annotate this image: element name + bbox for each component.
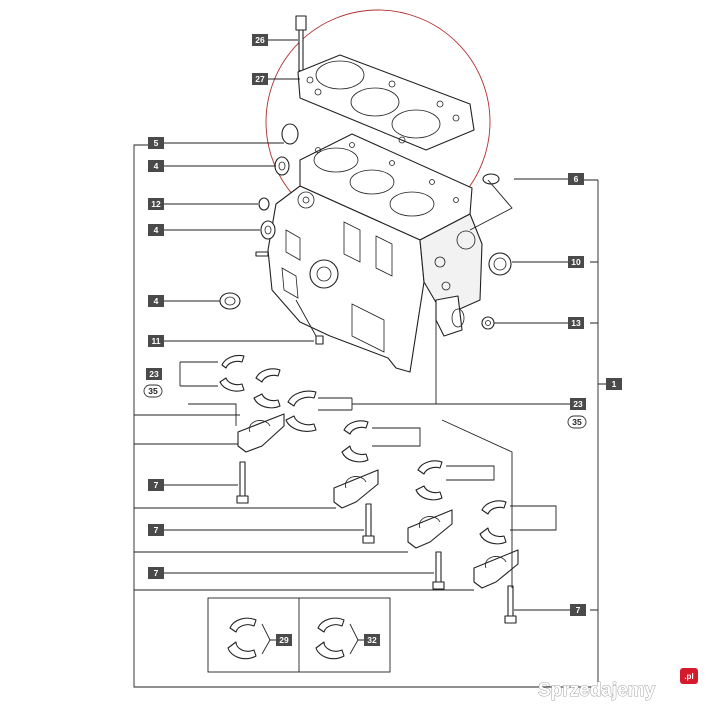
plug-11 (315, 335, 324, 345)
left-bracket (133, 144, 599, 688)
svg-text:13: 13 (571, 318, 581, 328)
callout-23-left: 23 (146, 368, 162, 380)
svg-text:7: 7 (154, 480, 159, 490)
callout-10: 10 (568, 256, 584, 268)
seal-10 (488, 252, 512, 276)
plug-13 (481, 316, 495, 330)
cap-bolt-3 (432, 551, 445, 590)
plug-5 (281, 123, 299, 145)
callout-23-right: 23 (570, 398, 586, 410)
plug-4-upper (274, 156, 290, 176)
bearing-cap-3 (407, 509, 453, 549)
bearing-shell-pair-left (253, 368, 281, 409)
callout-13: 13 (568, 317, 584, 329)
callout-29: 29 (276, 634, 292, 646)
bearing-shell-pair-upper-left (219, 354, 245, 392)
callout-7-first: 7 (148, 479, 164, 491)
inset-box (207, 597, 391, 673)
cylinder-block (267, 133, 483, 373)
svg-text:7: 7 (154, 568, 159, 578)
svg-text:26: 26 (255, 35, 265, 45)
plug-12 (258, 197, 270, 211)
svg-text:6: 6 (574, 174, 579, 184)
svg-text:35: 35 (148, 386, 158, 396)
bearing-shell-pair-center (341, 420, 369, 463)
callout-6: 6 (568, 173, 584, 185)
svg-text:4: 4 (154, 225, 159, 235)
svg-text:.pl: .pl (684, 672, 693, 681)
svg-text:23: 23 (573, 399, 583, 409)
svg-text:10: 10 (571, 257, 581, 267)
svg-text:7: 7 (576, 605, 581, 615)
callout-35-right: 35 (567, 415, 587, 429)
svg-text:27: 27 (255, 74, 265, 84)
callout-7-fourth: 7 (570, 604, 586, 616)
callout-4-middle: 4 (148, 224, 164, 236)
bearing-cap-2 (333, 469, 379, 509)
watermark-badge (680, 668, 698, 684)
svg-text:7: 7 (154, 525, 159, 535)
bearing-shell-pair-far-right (479, 500, 507, 545)
svg-text:12: 12 (151, 199, 161, 209)
svg-text:23: 23 (149, 369, 159, 379)
svg-text:4: 4 (154, 161, 159, 171)
svg-text:35: 35 (572, 417, 582, 427)
thrust-bearing-pair (285, 390, 317, 432)
head-gasket (297, 54, 475, 151)
callout-7-second: 7 (148, 524, 164, 536)
dowel-pin (255, 251, 269, 257)
callout-4-lower: 4 (148, 295, 164, 307)
callout-26: 26 (252, 34, 268, 46)
callout-12: 12 (148, 198, 164, 210)
watermark: Sprzedajemy .pl (538, 668, 698, 701)
right-bracket (584, 179, 606, 611)
svg-text:1: 1 (612, 379, 617, 389)
svg-text:5: 5 (154, 138, 159, 148)
svg-text:4: 4 (154, 296, 159, 306)
plug-6 (482, 173, 500, 185)
cap-bolt-1 (236, 461, 249, 504)
svg-text:11: 11 (152, 336, 161, 346)
callout-5: 5 (148, 137, 164, 149)
bearing-shell-pair-right (415, 460, 443, 501)
plug-4-lower (219, 292, 241, 310)
bearing-cap-1 (237, 413, 285, 453)
callout-32: 32 (364, 634, 380, 646)
callout-4-upper: 4 (148, 160, 164, 172)
cap-bolt-4 (504, 585, 517, 624)
callout-27: 27 (252, 73, 268, 85)
callout-35-left: 35 (143, 384, 163, 398)
svg-text:29: 29 (279, 635, 289, 645)
bearing-cap-4 (473, 549, 519, 589)
svg-text:32: 32 (367, 635, 377, 645)
cap-bolt-2 (362, 503, 375, 544)
plug-4-middle (260, 220, 276, 240)
callout-11: 11 (148, 335, 164, 347)
leader-lines (134, 39, 570, 611)
svg-text:Sprzedajemy: Sprzedajemy (538, 680, 656, 701)
callout-7-third: 7 (148, 567, 164, 579)
callout-1: 1 (606, 378, 622, 390)
